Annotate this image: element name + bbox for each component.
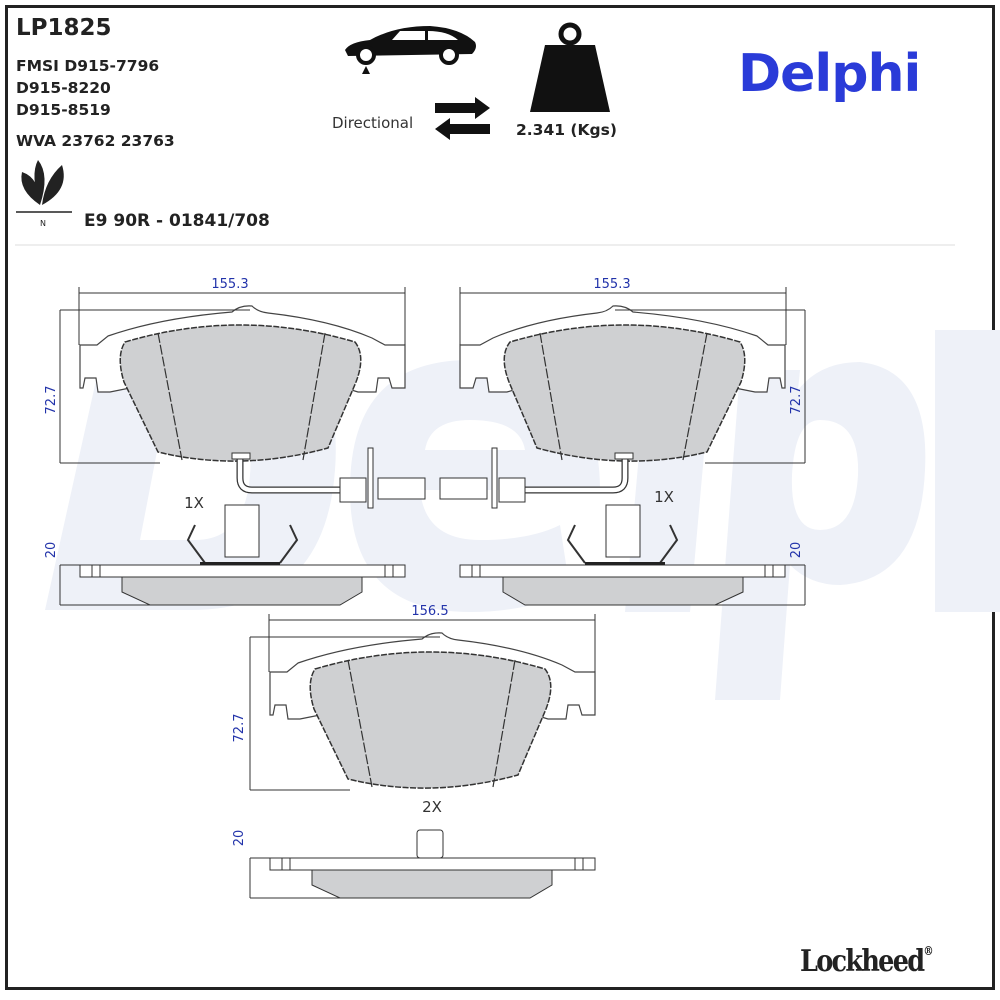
front-left-pad-drawing: 155.3 72.7 20 1X xyxy=(44,277,426,606)
eco-label: N xyxy=(40,219,46,228)
weight-label: 2.341 (Kgs) xyxy=(516,121,617,139)
part-number: LP1825 xyxy=(16,15,112,41)
fmsi-reference: D915-8519 xyxy=(16,101,111,119)
wva-reference: WVA 23762 23763 xyxy=(16,132,175,150)
fmsi-reference: D915-8220 xyxy=(16,79,111,97)
thickness-dimension: 20 xyxy=(44,542,59,559)
registered-mark: ® xyxy=(923,944,933,958)
width-dimension: 155.3 xyxy=(593,277,630,292)
lockheed-logo: Lockheed® xyxy=(800,944,934,979)
lockheed-wordmark: Lockheed xyxy=(800,944,925,979)
directional-label: Directional xyxy=(332,114,414,132)
height-dimension: 72.7 xyxy=(44,386,59,415)
thickness-dimension: 20 xyxy=(789,542,804,559)
quantity-label: 1X xyxy=(184,494,204,512)
fmsi-reference: FMSI D915-7796 xyxy=(16,57,160,75)
weight-icon xyxy=(530,22,610,112)
car-on-lift-icon xyxy=(345,26,476,74)
quantity-label: 2X xyxy=(422,798,442,816)
directional-arrows-icon xyxy=(435,97,490,140)
ece-approval: E9 90R - 01841/708 xyxy=(84,211,270,231)
delphi-logo: Delphi xyxy=(738,44,921,104)
quantity-label: 1X xyxy=(654,488,674,506)
thickness-dimension: 20 xyxy=(232,830,247,847)
height-dimension: 72.7 xyxy=(232,714,247,743)
front-right-pad-drawing: 155.3 72.7 20 1X xyxy=(439,277,806,606)
width-dimension: 156.5 xyxy=(411,604,448,619)
eco-leaf-icon: N xyxy=(16,160,72,228)
height-dimension: 72.7 xyxy=(789,386,804,415)
width-dimension: 155.3 xyxy=(211,277,248,292)
rear-pad-drawing: 156.5 72.7 20 2X xyxy=(232,604,596,899)
